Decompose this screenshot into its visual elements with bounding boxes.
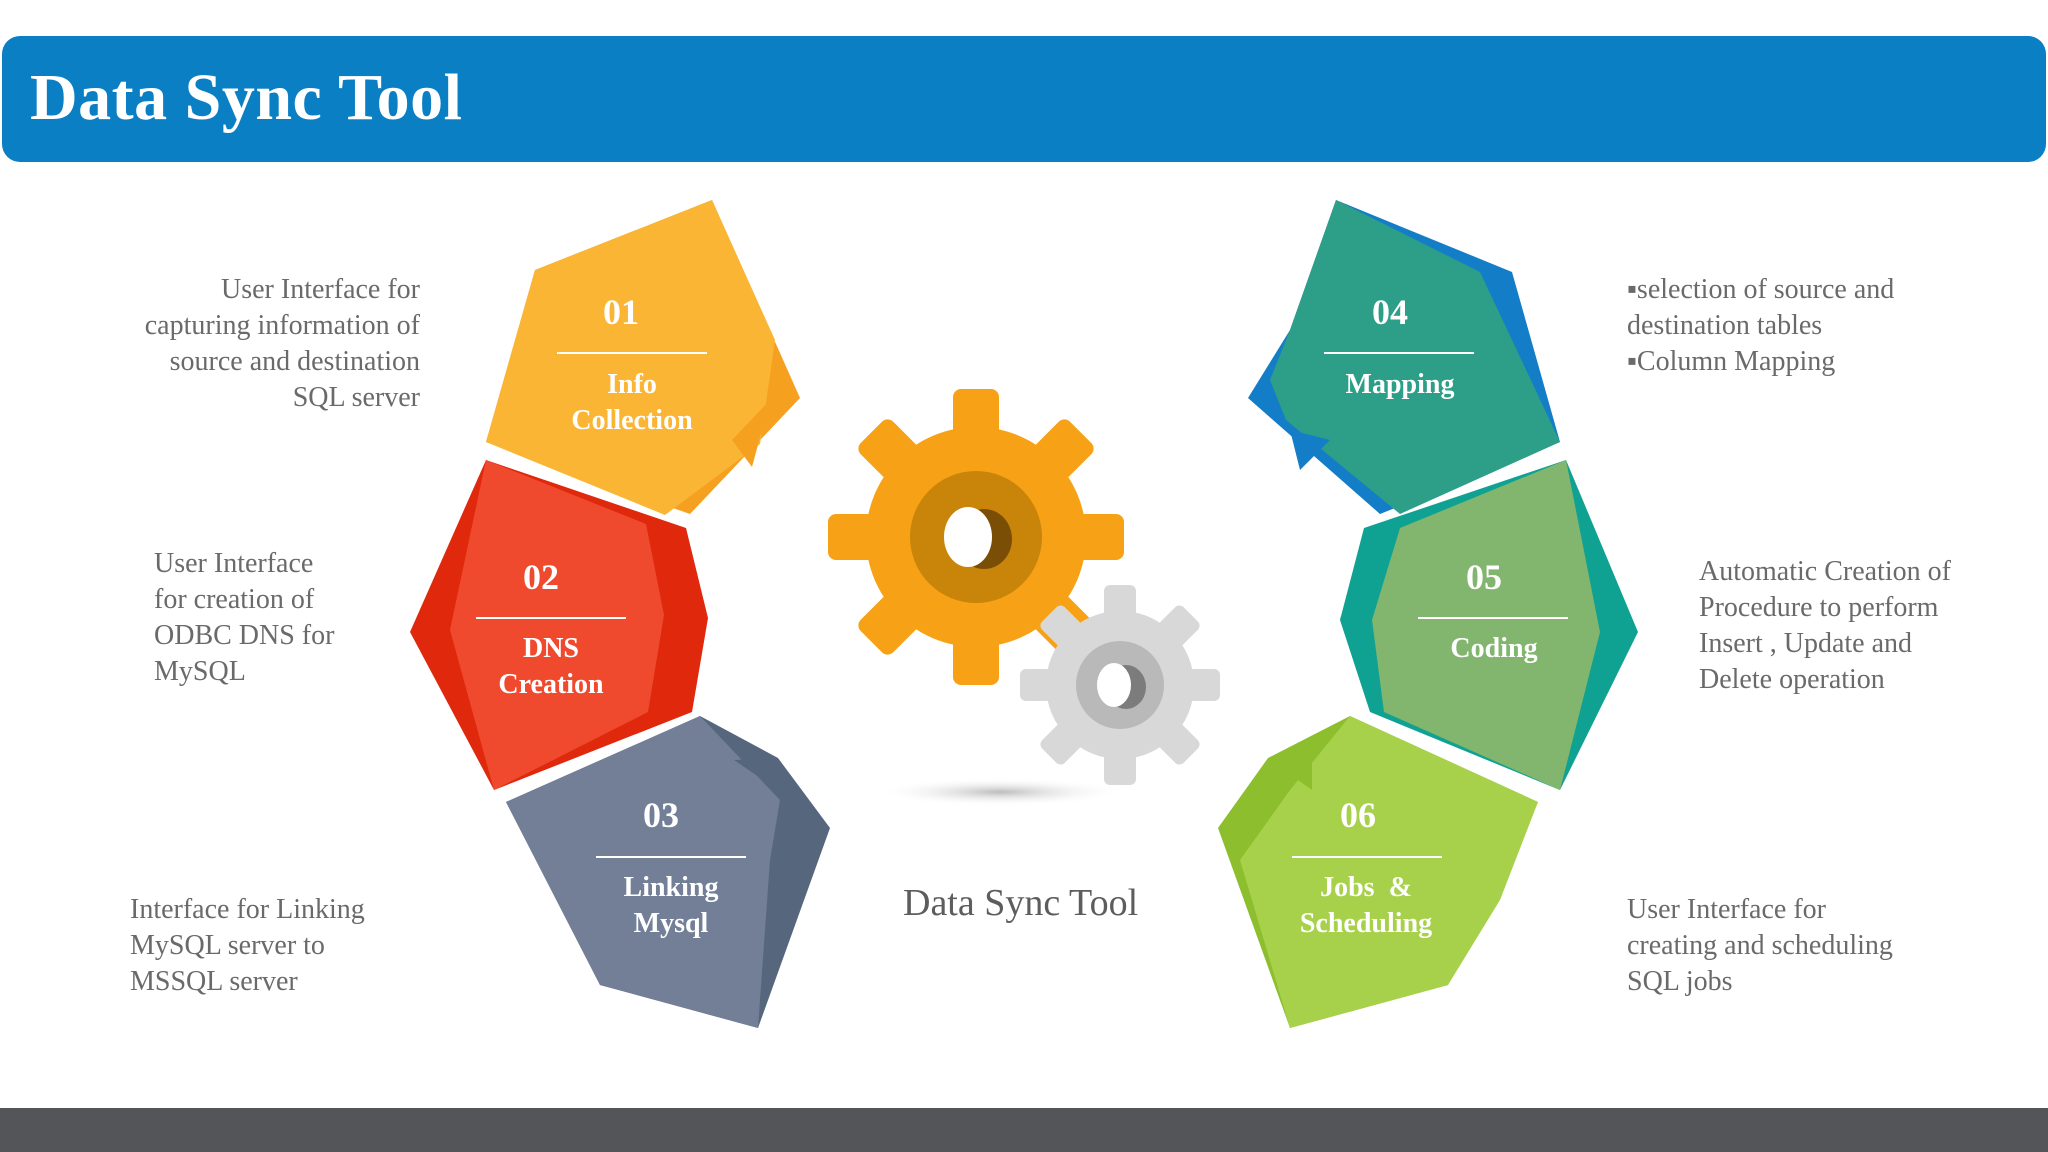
description-02: User Interface for creation of ODBC DNS … [154, 548, 335, 687]
step-label-02-line1: DNS [523, 633, 579, 664]
step-label-06-line1: Jobs & [1320, 872, 1412, 903]
description-04: ▪selection of source and destination tab… [1627, 274, 1895, 377]
segment-05 [1340, 460, 1638, 790]
step-number-03: 03 [643, 795, 679, 835]
step-number-04: 04 [1372, 292, 1408, 332]
step-label-03-line2: Mysql [634, 908, 709, 939]
segment-01 [486, 200, 800, 515]
gear-shadow [875, 778, 1125, 806]
segment-02 [410, 460, 708, 790]
step-label-04-line1: Mapping [1346, 369, 1455, 400]
step-number-01: 01 [603, 292, 639, 332]
center-caption: Data Sync Tool [903, 882, 1139, 924]
step-number-02: 02 [523, 557, 559, 597]
step-label-01-line2: Collection [571, 405, 693, 436]
step-label-05-line1: Coding [1450, 633, 1537, 664]
segment-04 [1248, 200, 1560, 514]
description-06: User Interface for creating and scheduli… [1627, 894, 1893, 997]
step-label-02-line2: Creation [498, 669, 604, 700]
description-03: Interface for Linking MySQL server to MS… [130, 894, 365, 997]
description-01: User Interface for capturing information… [144, 274, 420, 413]
step-number-05: 05 [1466, 557, 1502, 597]
header-bar: Data Sync Tool [2, 36, 2046, 162]
step-number-06: 06 [1340, 795, 1376, 835]
gear-large-icon [828, 389, 1124, 685]
gear-small-icon [1020, 585, 1220, 785]
step-label-01-line1: Info [607, 369, 657, 400]
page-title: Data Sync Tool [30, 61, 463, 134]
step-label-03-line1: Linking [624, 872, 719, 903]
segment-06 [1218, 716, 1538, 1028]
footer-bar [0, 1108, 2048, 1152]
step-label-06-line2: Scheduling [1300, 908, 1432, 939]
description-05: Automatic Creation of Procedure to perfo… [1699, 556, 1951, 695]
segment-03 [506, 716, 830, 1028]
